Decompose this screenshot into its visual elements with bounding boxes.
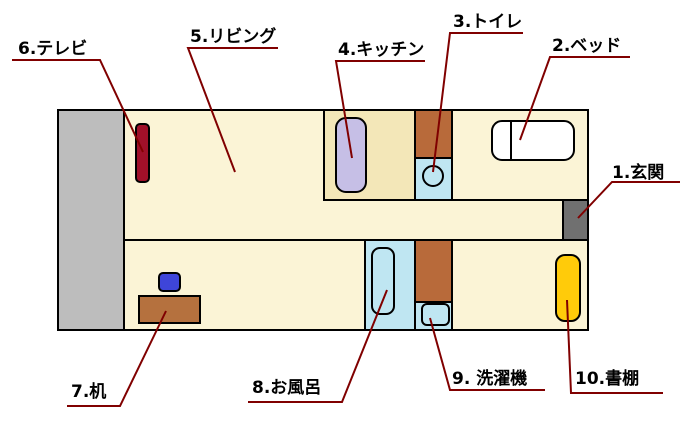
leader-toilet: [432, 32, 523, 173]
label-living: 5.リビング: [190, 26, 276, 47]
bathtub: [371, 247, 395, 315]
leader-lines: [12, 32, 680, 407]
leader-entrance: [577, 181, 680, 219]
label-desk: 7.机: [71, 381, 106, 402]
label-entrance: 1.玄関: [612, 162, 664, 183]
entrance-tile: [562, 199, 589, 241]
label-toilet: 3.トイレ: [453, 12, 522, 32]
leader-washer: [429, 317, 545, 391]
laundry-pipe-space: [414, 239, 453, 303]
leader-bath: [248, 289, 388, 403]
leader-bookshelf: [566, 299, 663, 394]
toilet-pipe-space: [414, 109, 453, 159]
washing-machine: [421, 303, 450, 326]
chair: [158, 272, 181, 292]
bed: [491, 120, 575, 161]
leader-bed: [519, 56, 630, 141]
tv: [135, 123, 150, 183]
label-bed: 2.ベッド: [552, 36, 621, 56]
leader-kitchen: [334, 60, 425, 159]
label-bookshelf: 10.書棚: [575, 368, 639, 389]
balcony: [57, 109, 125, 331]
leader-living: [186, 47, 278, 173]
leader-desk: [67, 310, 167, 407]
label-bath: 8.お風呂: [252, 378, 321, 398]
leader-tv: [12, 59, 144, 153]
label-tv: 6.テレビ: [18, 39, 87, 59]
label-kitchen: 4.キッチン: [338, 40, 424, 60]
label-washer: 9. 洗濯機: [452, 368, 527, 389]
desk: [138, 295, 201, 324]
